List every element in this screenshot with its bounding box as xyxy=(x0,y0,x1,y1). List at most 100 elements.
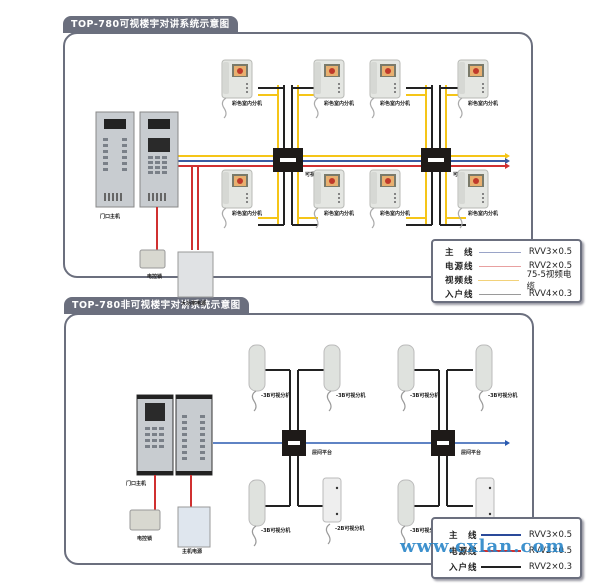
call-button xyxy=(200,427,205,430)
indoor-video-monitor xyxy=(221,59,253,119)
indoor-video-monitor xyxy=(369,169,401,229)
distributor-label: 层间平台 xyxy=(311,449,332,456)
door-station xyxy=(95,111,135,208)
monitor-image-face xyxy=(329,178,335,184)
monitor-button xyxy=(338,91,340,93)
keypad-key xyxy=(159,427,164,430)
monitor-button xyxy=(246,193,248,195)
power-supply-box xyxy=(177,506,211,548)
call-button xyxy=(182,445,187,448)
monitor-button xyxy=(338,201,340,203)
handset-body xyxy=(475,344,493,392)
handset-body xyxy=(397,479,415,527)
legend-line-household xyxy=(480,566,521,568)
handset-button xyxy=(335,512,339,516)
legend-row: 主 线 RVV3×0.5 xyxy=(449,529,572,541)
call-button xyxy=(200,439,205,442)
legend-spec: RVV2×0.5 xyxy=(528,546,572,556)
keypad-key xyxy=(148,161,153,164)
monitor-button xyxy=(338,193,340,195)
monitor-image-face xyxy=(385,68,391,74)
speaker-grille xyxy=(112,193,114,201)
speaker-grille xyxy=(164,193,166,201)
legend-name: 主 线 xyxy=(449,531,478,541)
monitor-button xyxy=(394,201,396,203)
call-button xyxy=(122,156,127,159)
legend-row: 电源线 RVV2×0.5 xyxy=(449,545,572,557)
handset-cord xyxy=(325,523,331,545)
keypad-key xyxy=(148,171,153,174)
power-supply-box xyxy=(177,251,214,298)
handset-body xyxy=(322,477,342,523)
handset-cord xyxy=(400,390,406,412)
call-button xyxy=(103,138,108,141)
handset-cord xyxy=(400,525,406,547)
handset xyxy=(371,62,377,94)
legend-line-power xyxy=(478,265,521,267)
handset-cord xyxy=(251,525,257,547)
handset xyxy=(223,62,229,94)
door-station-topcap xyxy=(176,395,212,399)
keypad-key xyxy=(159,445,164,448)
audio-handset xyxy=(248,344,266,412)
indoor-video-monitor xyxy=(369,59,401,119)
monitor-button xyxy=(338,197,340,199)
call-button xyxy=(122,162,127,165)
monitor-image-face xyxy=(329,68,335,74)
handset-cord xyxy=(478,390,484,412)
door-station xyxy=(139,111,179,208)
audio-handset xyxy=(248,479,266,547)
legend-row: 主 线 RVV3×0.5 xyxy=(445,246,572,258)
call-button xyxy=(122,150,127,153)
door-station-camera xyxy=(148,119,170,129)
keypad-key xyxy=(148,156,153,159)
monitor-button xyxy=(394,83,396,85)
call-button xyxy=(122,138,127,141)
speaker-grille xyxy=(160,193,162,201)
legend-row: 视频线 75-5视频电缆 xyxy=(445,270,572,292)
door-station-bottomcap xyxy=(176,471,212,475)
monitor-button xyxy=(482,91,484,93)
monitor-button xyxy=(394,197,396,199)
call-button xyxy=(182,421,187,424)
handset xyxy=(459,172,465,204)
call-button xyxy=(200,451,205,454)
legend-row: 入户线 RVV2×0.3 xyxy=(449,561,572,573)
legend-name: 入户线 xyxy=(445,290,474,300)
electric-lock-label: 电控锁 xyxy=(137,535,152,542)
handset-cord xyxy=(221,207,227,229)
call-button xyxy=(103,150,108,153)
speaker-grille xyxy=(104,193,106,201)
indoor-video-monitor xyxy=(221,169,253,229)
door-station-lcd xyxy=(148,138,170,152)
handset-body xyxy=(323,344,341,392)
monitor-image-face xyxy=(237,68,243,74)
call-button xyxy=(182,457,187,460)
monitor-button xyxy=(394,91,396,93)
call-button xyxy=(200,421,205,424)
legend-spec: RVV2×0.3 xyxy=(528,562,572,572)
speaker-grille xyxy=(116,193,118,201)
indoor-unit-label: 彩色室内分机 xyxy=(467,210,498,217)
distributor-slot xyxy=(288,441,300,445)
visual-intercom-title: TOP-780可视楼宇对讲系统示意图 xyxy=(63,16,238,33)
speaker-grille xyxy=(152,193,154,201)
indoor-unit-label: 彩色室内分机 xyxy=(231,210,262,217)
indoor-unit-label: 彩色室内分机 xyxy=(231,100,262,107)
handset-cord xyxy=(326,390,332,412)
monitor-button xyxy=(246,83,248,85)
power-supply-label: 主机电源 xyxy=(182,548,202,555)
door-station-lcd xyxy=(145,403,165,421)
legend-name: 电源线 xyxy=(449,547,478,557)
handset xyxy=(315,172,321,204)
speaker-grille xyxy=(120,193,122,201)
handset-cord xyxy=(251,390,257,412)
legend-line-household xyxy=(478,293,521,295)
door-station xyxy=(175,394,213,476)
handset-label: -3B可视分机 xyxy=(261,392,290,399)
visual-legend: 主 线 RVV3×0.5 电源线 RVV2×0.5 视频线 75-5视频电缆 入… xyxy=(431,239,582,303)
keypad-key xyxy=(145,427,150,430)
legend-row: 电源线 RVV2×0.5 xyxy=(445,260,572,272)
indoor-video-monitor xyxy=(313,59,345,119)
keypad-key xyxy=(152,433,157,436)
